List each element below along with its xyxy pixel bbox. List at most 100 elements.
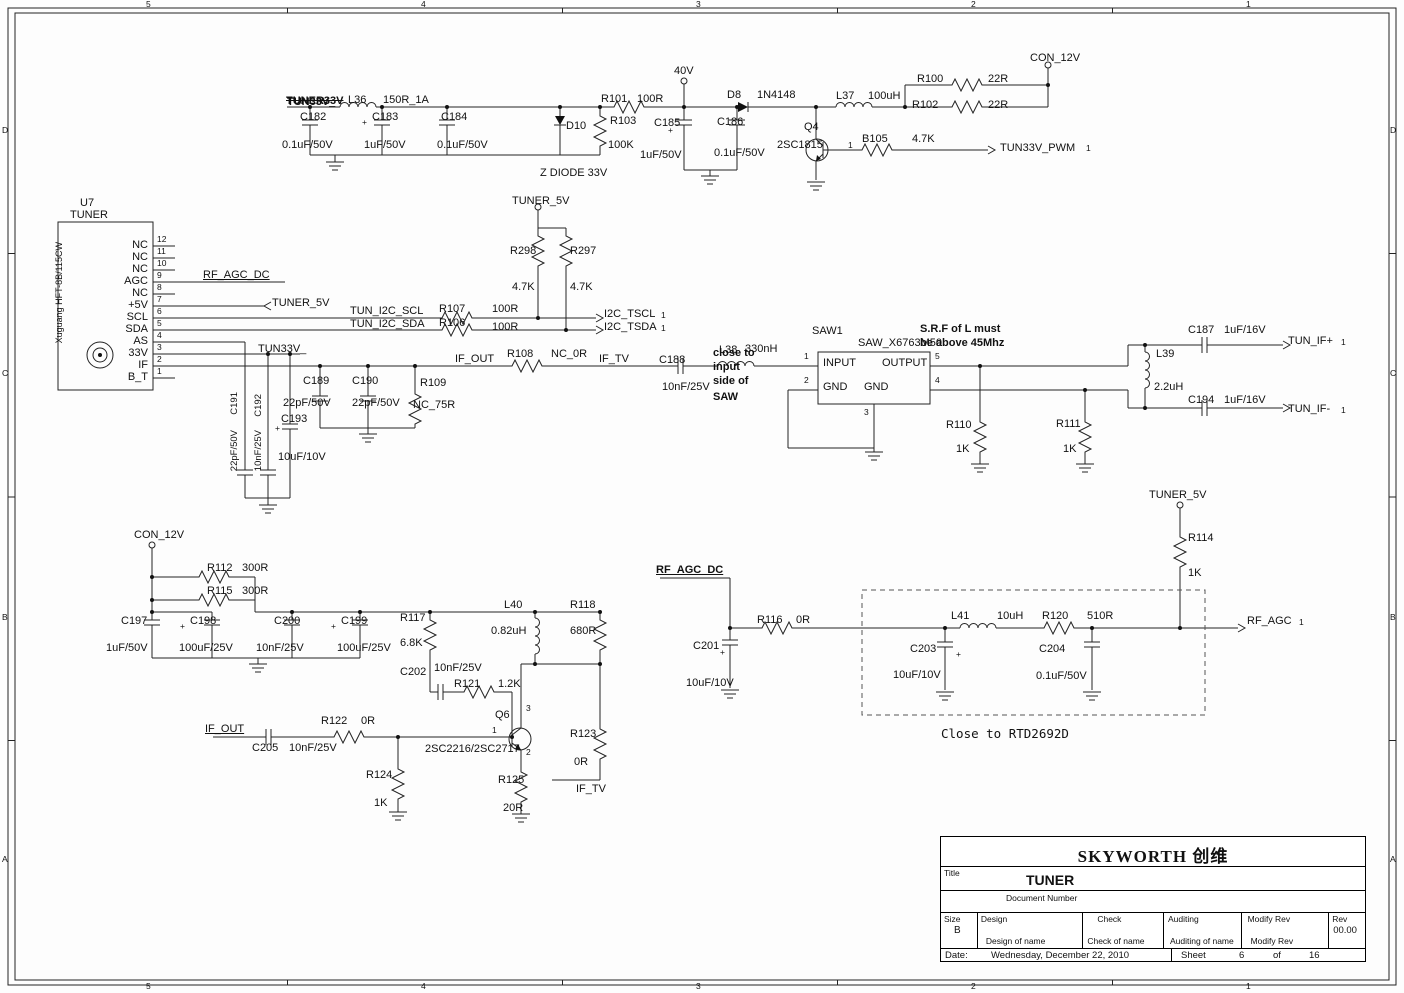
refdes-r106: R106 — [439, 317, 466, 329]
polarity-c203: + — [956, 649, 961, 659]
pin-number-saw-5: 5 — [935, 351, 940, 361]
refdes-c188: C188 — [659, 354, 686, 366]
designer-name: Design of name — [985, 936, 1046, 946]
refdes-c194: C194 — [1188, 394, 1215, 406]
refdes-r297: R297 — [570, 245, 597, 257]
net-label-if-tv-top: IF_TV — [599, 353, 629, 365]
pin-number-saw-3: 3 — [864, 407, 869, 417]
value-r118: 680R — [570, 625, 597, 637]
pin-name-saw-output: OUTPUT — [882, 357, 928, 369]
grid-ref-5-top: 5 — [146, 0, 151, 9]
port-40v — [680, 77, 688, 85]
value-r116: 0R — [796, 614, 811, 626]
net-label-if-out-bottom: IF_OUT — [205, 723, 245, 735]
refdes-d10: D10 — [566, 120, 587, 132]
value-r114: 1K — [1188, 567, 1202, 579]
value-c205: 10nF/25V — [289, 742, 337, 754]
date-row-divider — [1171, 949, 1172, 962]
value-c183: 1uF/50V — [364, 139, 406, 151]
refdes-c202: C202 — [400, 666, 427, 678]
pin-number-7: 7 — [157, 294, 162, 304]
pin-name-bt: B_T — [127, 371, 148, 383]
refdes-c199: C199 — [341, 615, 368, 627]
pin-name-nc8: NC — [132, 287, 148, 299]
net-label-rf-agc: RF_AGC — [1247, 615, 1292, 627]
note-saw-4: SAW — [713, 391, 739, 403]
refdes-c205: C205 — [252, 742, 279, 754]
pin-name-agc: AGC — [124, 275, 148, 287]
refdes-c192: C192 — [253, 394, 264, 417]
value-r122: 0R — [361, 715, 376, 727]
net-label-tun-i2c-scl: TUN_I2C_SCL — [350, 305, 424, 317]
q4-transistor-symbol — [805, 138, 829, 162]
refdes-l37: L37 — [836, 90, 855, 102]
net-label-if-tv-bottom: IF_TV — [576, 783, 606, 795]
net-label-tun-i2c-sda: TUN_I2C_SDA — [350, 318, 425, 330]
rev-value: 00.00 — [1333, 925, 1357, 936]
net-label-tuner5v-right: TUNER_5V — [1149, 489, 1207, 501]
pin-name-as: AS — [133, 335, 148, 347]
value-c194: 1uF/16V — [1224, 394, 1266, 406]
net-label-i2c-tsda: I2C_TSDA — [604, 321, 657, 333]
rev-cell: Rev 00.00 — [1329, 913, 1365, 948]
refdes-r121: R121 — [454, 678, 481, 690]
refdes-c193: C193 — [281, 413, 308, 425]
value-q4: 2SC1815 — [777, 139, 823, 151]
wire-saw — [787, 344, 1283, 464]
port-con12v-top — [1044, 61, 1052, 69]
modify-rev-label: Modify Rev — [1247, 914, 1291, 924]
size-label: Size — [944, 914, 961, 924]
rev-label: Rev — [1332, 914, 1348, 924]
pin-name-if: IF — [138, 359, 148, 371]
value-r120: 510R — [1087, 610, 1114, 622]
refdes-q4: Q4 — [804, 121, 819, 133]
grid-ref-a-left: A — [2, 854, 8, 864]
net-label-if-out-top: IF_OUT — [455, 353, 495, 365]
date-label: Date: — [945, 950, 968, 961]
auditing-label: Auditing — [1167, 914, 1199, 924]
refdes-r125: R125 — [498, 774, 525, 786]
title-block-company-row: SKYWORTH 创维 — [941, 837, 1365, 867]
value-u7-part: Xuguang HFT-8B/115CW — [54, 242, 64, 344]
refdes-c186: C186 — [717, 116, 744, 128]
grid-ref-2-top: 2 — [971, 0, 976, 9]
refdes-c204: C204 — [1039, 643, 1066, 655]
port-arrows-tun-if — [1282, 340, 1292, 413]
polarity-c199: + — [331, 621, 336, 631]
refdes-c201: C201 — [693, 640, 720, 652]
pin-number-saw-2: 2 — [804, 375, 809, 385]
border-ticks — [8, 8, 1396, 985]
polarity-c201: + — [720, 647, 725, 657]
port-arrow-tun33v-pwm — [987, 145, 997, 155]
pin-number-q6-3: 3 — [526, 703, 531, 713]
pin-number-1: 1 — [157, 366, 162, 376]
value-d8: 1N4148 — [757, 89, 796, 101]
value-r103: 100K — [608, 139, 634, 151]
value-c201: 10uF/10V — [686, 677, 734, 689]
grid-ref-d-right: D — [1390, 125, 1397, 135]
refdes-r123: R123 — [570, 728, 597, 740]
refdes-c191: C191 — [229, 392, 240, 415]
pin-name-5v: +5V — [128, 299, 148, 311]
title-block: SKYWORTH 创维 Title TUNER Document Number … — [940, 836, 1366, 962]
pin-name-sda: SDA — [125, 323, 148, 335]
value-c190: 22pF/50V — [352, 397, 400, 409]
polarity-c183: + — [362, 117, 367, 127]
pin-number-5: 5 — [157, 318, 162, 328]
refdes-r103: R103 — [610, 115, 637, 127]
net-label-con12v-top: CON_12V — [1030, 52, 1081, 64]
note-rtd: Close to RTD2692D — [941, 726, 1069, 741]
value-c182: 0.1uF/50V — [282, 139, 333, 151]
refdes-l40: L40 — [504, 599, 523, 611]
value-c185: 1uF/50V — [640, 149, 682, 161]
grid-ref-b-left: B — [2, 612, 8, 622]
value-r115: 300R — [242, 585, 269, 597]
refdes-saw1: SAW1 — [812, 325, 843, 337]
pin-number-9: 9 — [157, 270, 162, 280]
title-block-fields-row: Size B Design Design of name Check Check… — [941, 913, 1365, 949]
title-block-doc-row: Document Number — [941, 891, 1365, 913]
refdes-r115: R115 — [207, 585, 233, 597]
refdes-l41: L41 — [951, 610, 970, 622]
rtd-proximity-box — [861, 589, 1206, 716]
port-tuner5v-right — [1176, 501, 1184, 509]
